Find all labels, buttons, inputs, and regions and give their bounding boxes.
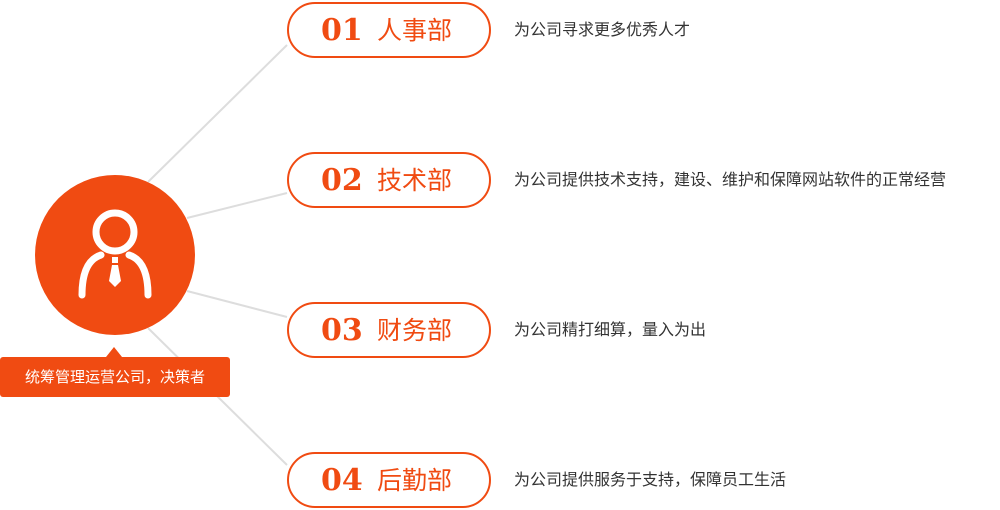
- department-name: 财务部: [377, 316, 453, 345]
- department-description-1: 为公司寻求更多优秀人才: [514, 20, 691, 39]
- connector-line-1: [147, 44, 288, 183]
- connector-line-2: [186, 192, 288, 219]
- department-number: 01: [321, 13, 363, 48]
- department-number: 04: [321, 463, 363, 498]
- department-name: 人事部: [377, 16, 453, 45]
- department-pill-1: 01 人事部: [287, 2, 491, 58]
- center-node: [35, 175, 195, 335]
- person-with-tie-icon: [78, 209, 152, 299]
- department-description-3: 为公司精打细算，量入为出: [514, 320, 707, 339]
- department-number: 02: [321, 163, 363, 198]
- department-pill-2: 02 技术部: [287, 152, 491, 208]
- department-name: 技术部: [377, 166, 453, 195]
- department-name: 后勤部: [377, 466, 453, 495]
- center-label-bubble: 统筹管理运营公司，决策者: [0, 347, 230, 397]
- department-number: 03: [321, 313, 363, 348]
- connector-line-3: [186, 290, 288, 318]
- center-label: 统筹管理运营公司，决策者: [24, 368, 205, 386]
- department-description-2: 为公司提供技术支持，建设、维护和保障网站软件的正常经营: [514, 170, 947, 189]
- department-pill-3: 03 财务部: [287, 302, 491, 358]
- department-pill-4: 04 后勤部: [287, 452, 491, 508]
- department-description-4: 为公司提供服务于支持，保障员工生活: [514, 470, 787, 489]
